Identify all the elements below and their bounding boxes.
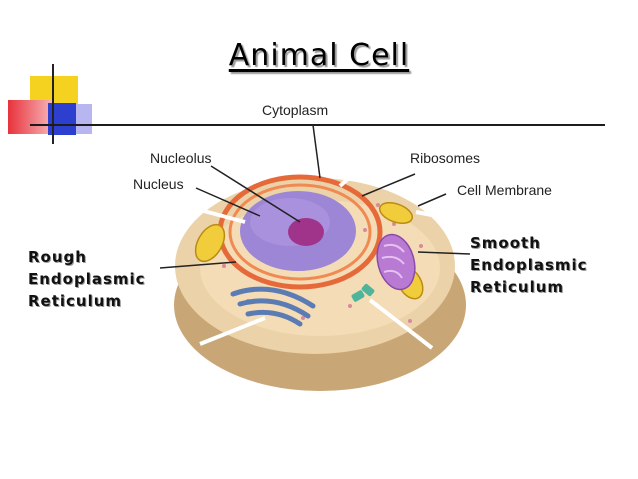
golgi-apparatus <box>230 286 316 327</box>
deco-lilac-square <box>76 104 92 134</box>
centrioles <box>351 283 375 302</box>
deco-red-square <box>8 100 52 134</box>
label-smooth-er-line-2: Endoplasmic <box>470 256 588 274</box>
deco-vertical-line <box>52 64 54 144</box>
label-nucleus: Nucleus <box>133 176 184 192</box>
nucleolus <box>288 218 324 246</box>
label-smooth-er: Smooth Endoplasmic Reticulum <box>470 232 588 298</box>
ribosome-dots <box>222 203 423 323</box>
label-rough-er-line-3: Reticulum <box>28 292 123 310</box>
white-pointers <box>199 166 459 350</box>
leader-lines <box>159 124 471 269</box>
label-ribosomes: Ribosomes <box>410 150 481 166</box>
label-smooth-er-line-1: Smooth <box>470 234 541 252</box>
label-rough-er: Rough Endoplasmic Reticulum <box>28 246 146 312</box>
label-rough-er-line-2: Endoplasmic <box>28 270 146 288</box>
label-cytoplasm: Cytoplasm <box>262 102 329 118</box>
label-smooth-er-line-3: Reticulum <box>470 278 565 296</box>
title-rule <box>30 124 605 126</box>
label-cell-membrane: Cell Membrane <box>457 182 552 198</box>
rough-er-inner <box>228 183 372 281</box>
page-title: Animal Cell <box>228 38 410 73</box>
label-nucleolus: Nucleolus <box>150 150 212 166</box>
smooth-er <box>376 233 416 291</box>
label-rough-er-line-1: Rough <box>28 248 87 266</box>
